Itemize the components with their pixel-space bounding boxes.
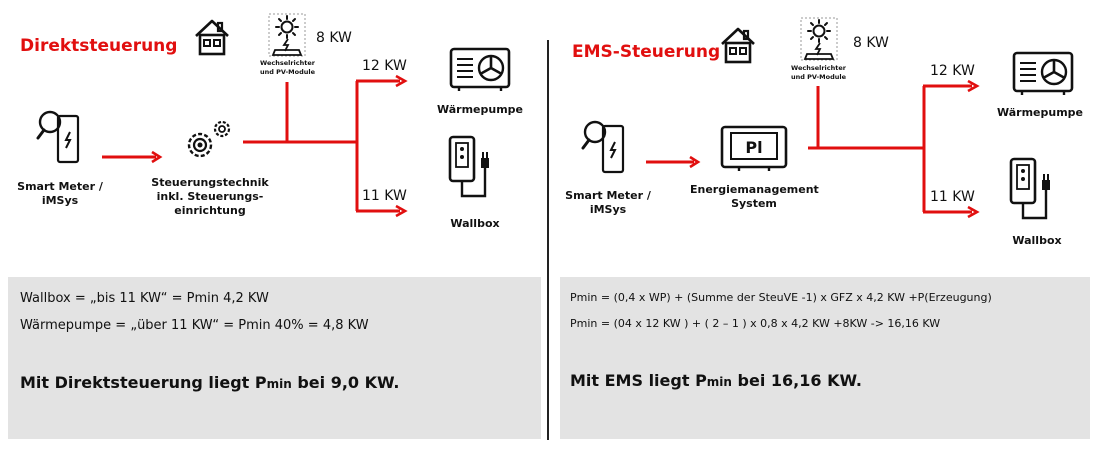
left-summary-sub: min [266, 377, 292, 391]
pv-label-line2: und PV-Module [790, 73, 847, 81]
smart-meter-label-line1: Smart Meter / [565, 189, 651, 202]
pv-label: Wechselrichter und PV-Module [781, 64, 856, 82]
arrow-meter-to-ems [646, 155, 701, 169]
heatpump-power-label: 12 KW [362, 58, 407, 74]
ems-label: Energiemanagement System [690, 183, 819, 211]
pv-label-line1: Wechselrichter [791, 64, 846, 72]
pv-power-label: 8 KW [316, 30, 352, 46]
right-formula-line2: Pmin = (04 x 12 KW ) + ( 2 – 1 ) x 0,8 x… [570, 317, 941, 330]
heat-pump-icon [449, 47, 511, 91]
controller-label: Steuerungstechnik inkl. Steuerungs- einr… [148, 176, 272, 218]
power-lines-right [808, 79, 980, 219]
gears-icon [187, 120, 231, 158]
ems-icon: Pl [720, 125, 788, 171]
wallbox-power-label: 11 KW [930, 189, 975, 205]
pv-power-label: 8 KW [853, 35, 889, 51]
right-summary: Mit EMS liegt Pmin bei 16,16 KW. [570, 371, 862, 390]
right-summary-pre: Mit EMS liegt P [570, 371, 707, 390]
house-icon [195, 19, 229, 56]
left-summary-post: bei 9,0 KW. [291, 373, 400, 392]
wallbox-icon [1009, 157, 1050, 220]
right-summary-sub: min [706, 375, 732, 389]
heat-pump-icon [1012, 51, 1074, 95]
heatpump-power-label: 12 KW [930, 63, 975, 79]
right-summary-post: bei 16,16 KW. [731, 371, 862, 390]
smart-meter-icon [36, 110, 80, 164]
power-lines-left [243, 74, 408, 218]
wallbox-label: Wallbox [1012, 234, 1062, 247]
solar-inverter-icon [800, 17, 838, 61]
smart-meter-label: Smart Meter / iMSys [12, 180, 108, 208]
left-formula-box: Wallbox = „bis 11 KW“ = Pmin 4,2 KW Wärm… [8, 277, 541, 439]
left-formula-line1: Wallbox = „bis 11 KW“ = Pmin 4,2 KW [20, 291, 269, 306]
pv-label-line2: und PV-Module [259, 68, 316, 76]
smart-meter-icon [581, 120, 625, 174]
heatpump-label: Wärmepumpe [436, 103, 523, 116]
controller-label-line1: Steuerungstechnik [151, 176, 269, 189]
svg-text:Pl: Pl [745, 138, 762, 157]
pv-label-line1: Wechselrichter [260, 59, 315, 67]
left-formula-line2: Wärmepumpe = „über 11 KW“ = Pmin 40% = 4… [20, 318, 369, 333]
ems-label-line1: Energiemanagement [690, 183, 819, 196]
smart-meter-label: Smart Meter / iMSys [560, 189, 656, 217]
wallbox-label: Wallbox [450, 217, 500, 230]
right-title: EMS-Steuerung [572, 42, 721, 62]
house-icon [721, 27, 755, 64]
controller-label-line3: einrichtung [174, 204, 246, 217]
solar-inverter-icon [268, 13, 306, 57]
ems-label-line2: System [731, 197, 777, 210]
left-summary: Mit Direktsteuerung liegt Pmin bei 9,0 K… [20, 373, 399, 392]
heatpump-label: Wärmepumpe [996, 106, 1083, 119]
arrow-meter-to-controller [102, 150, 163, 164]
smart-meter-label-line1: Smart Meter / [17, 180, 103, 193]
right-formula-box: Pmin = (0,4 x WP) + (Summe der SteuVE -1… [560, 277, 1090, 439]
left-summary-pre: Mit Direktsteuerung liegt P [20, 373, 267, 392]
left-title: Direktsteuerung [20, 36, 178, 56]
wallbox-power-label: 11 KW [362, 188, 407, 204]
wallbox-icon [448, 135, 489, 198]
panel-divider [547, 40, 549, 440]
right-formula-line1: Pmin = (0,4 x WP) + (Summe der SteuVE -1… [570, 291, 992, 304]
controller-label-line2: inkl. Steuerungs- [156, 190, 264, 203]
smart-meter-label-line2: iMSys [41, 194, 79, 207]
pv-label: Wechselrichter und PV-Module [250, 59, 325, 77]
smart-meter-label-line2: iMSys [589, 203, 627, 216]
